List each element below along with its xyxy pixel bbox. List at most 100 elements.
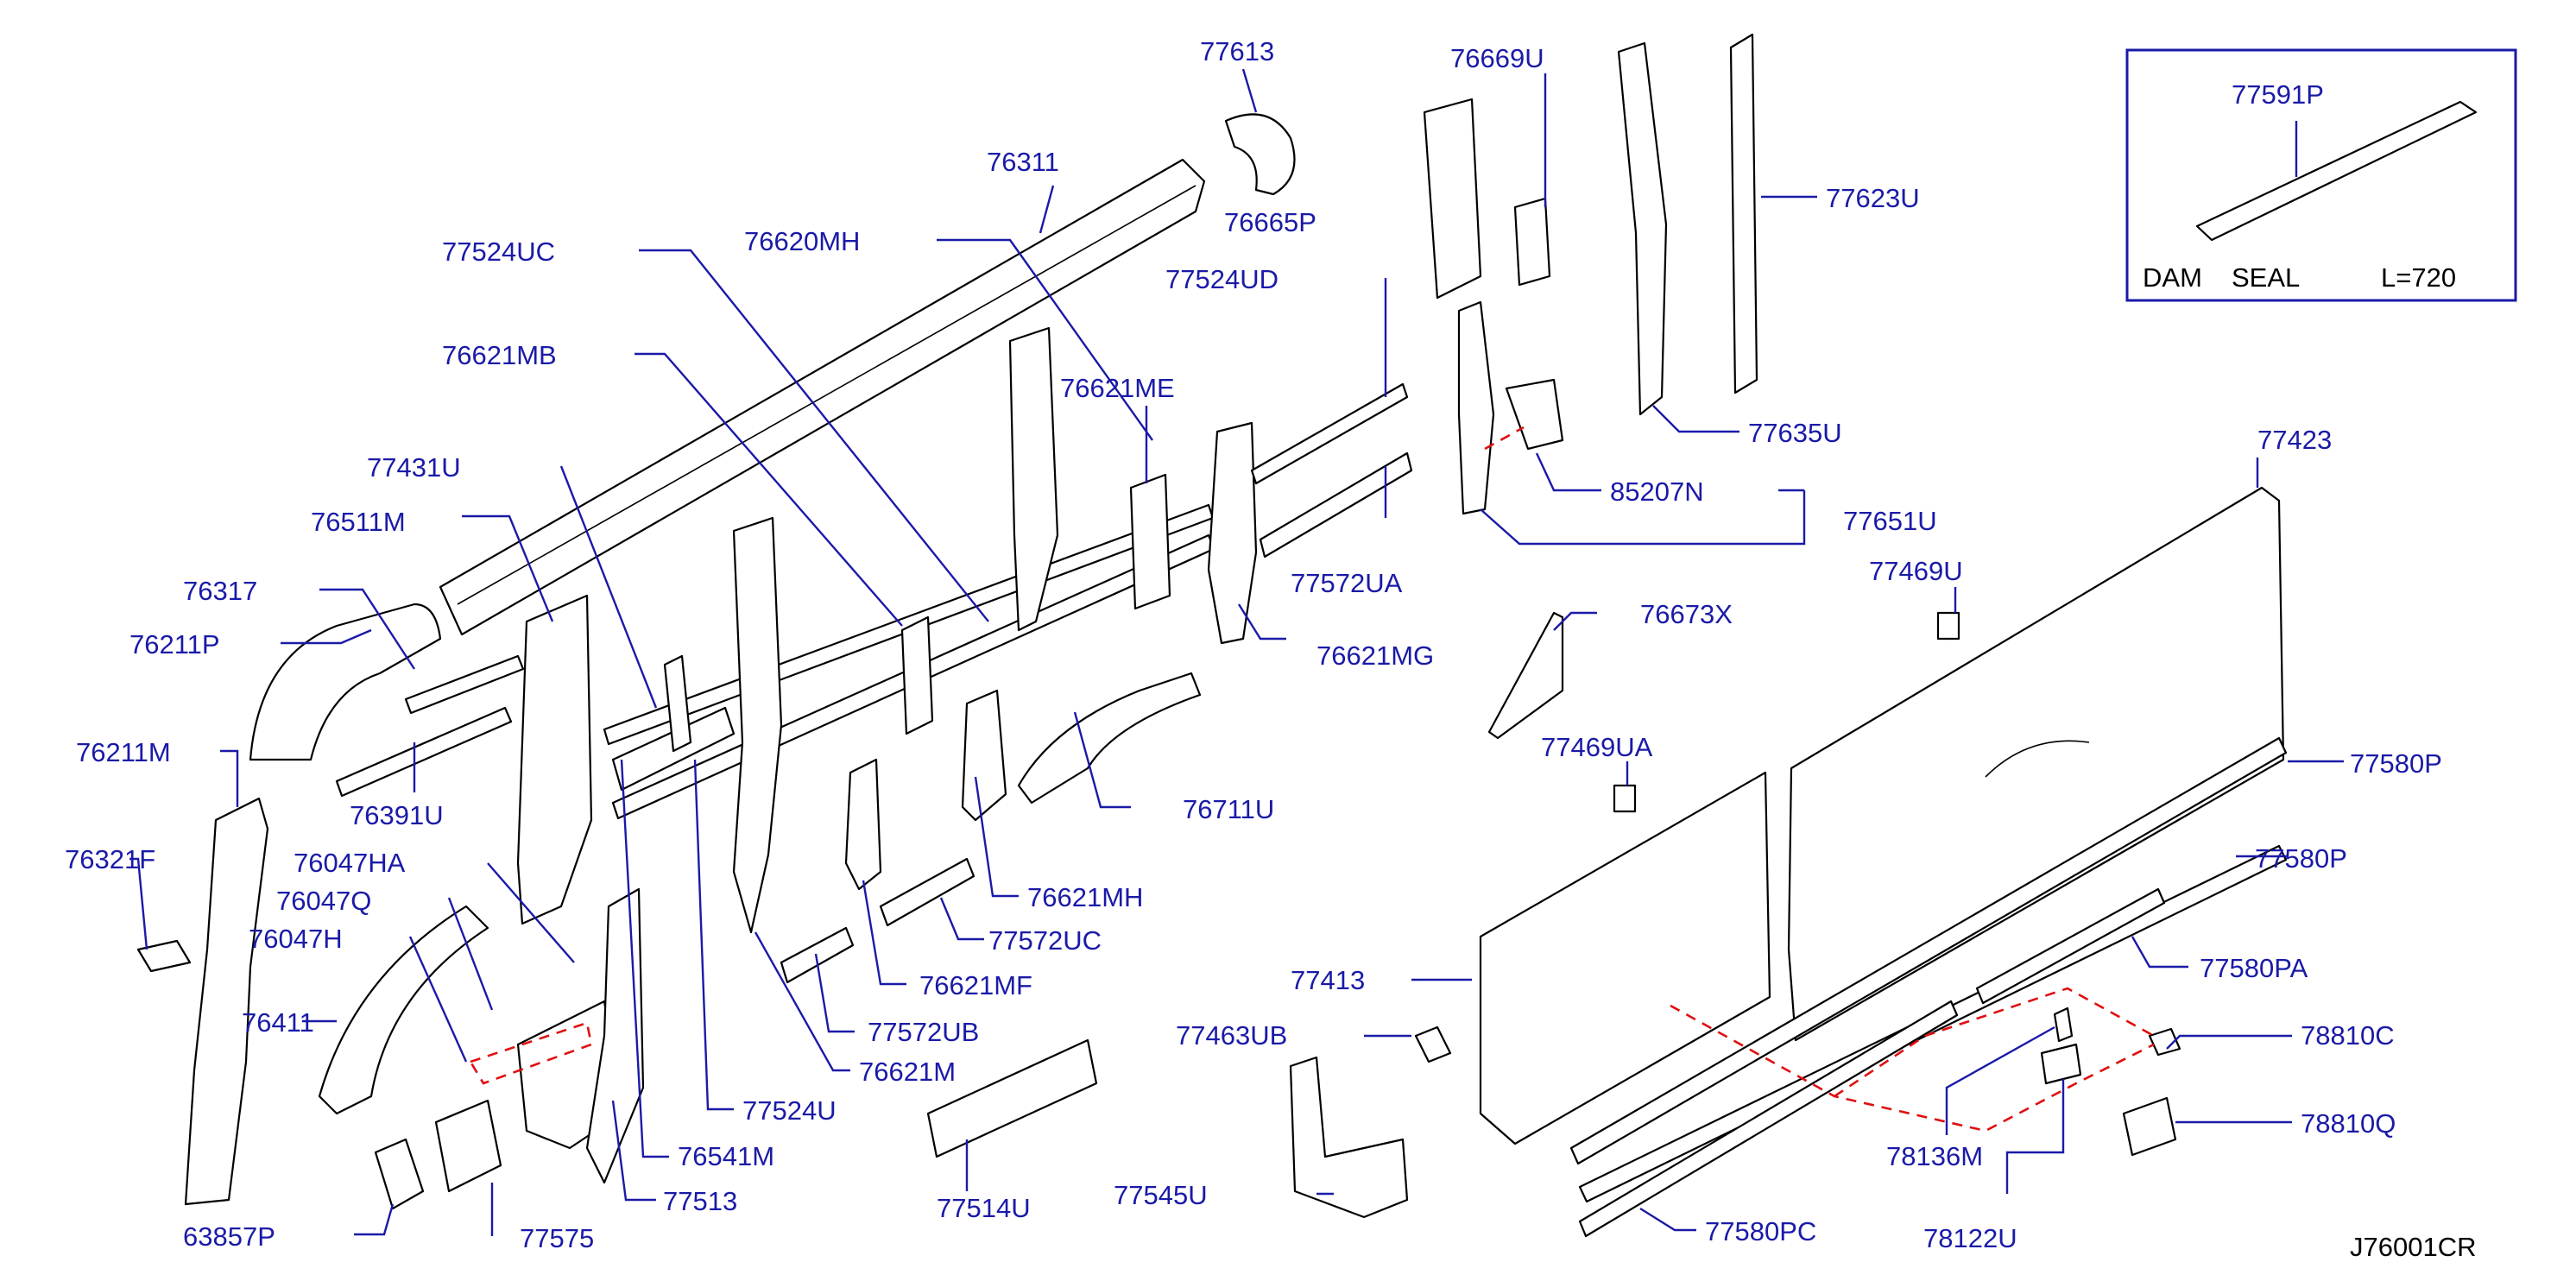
bracket-63857P (374, 1138, 425, 1210)
pillar-76511M (516, 594, 593, 925)
label-77591P: 77591P (2232, 79, 2324, 110)
part-labels: 77613 76669U 76311 76665P 77623U 77524UC… (65, 36, 2476, 1262)
label-76621MG: 76621MG (1316, 640, 1434, 671)
strip-76391U (335, 706, 513, 798)
molding-77580P-upper (1569, 736, 2288, 1165)
arch-76411 (318, 905, 489, 1115)
label-77524U: 77524U (742, 1095, 837, 1126)
molding-77580PC (1578, 1000, 1959, 1238)
strip-77572UC (879, 857, 975, 927)
panel-77413 (1479, 771, 1771, 1145)
label-77580P-lower: 77580P (2255, 843, 2347, 874)
glass-76673X (1487, 611, 1564, 740)
label-76211P: 76211P (129, 629, 220, 659)
label-77572UC: 77572UC (988, 925, 1102, 956)
label-76621MH-lower: 76621MH (1027, 882, 1143, 912)
clip-77463UB (1414, 1025, 1452, 1063)
label-76047HA: 76047HA (294, 848, 406, 878)
bracket-76669U (1513, 197, 1551, 287)
bracket-76541M (663, 654, 692, 753)
label-77572UB: 77572UB (868, 1017, 979, 1047)
part-78122U (2040, 1043, 2082, 1085)
label-76511M: 76511M (311, 507, 406, 537)
label-77469UA: 77469UA (1541, 732, 1653, 762)
label-85207N: 85207N (1610, 476, 1704, 507)
pillar-77623U (1729, 33, 1758, 394)
inset-text-dam: DAM (2143, 262, 2202, 293)
label-78810C: 78810C (2301, 1020, 2395, 1051)
label-78122U: 78122U (1923, 1223, 2017, 1253)
label-76317: 76317 (183, 576, 257, 606)
part-78136M (2053, 1006, 2074, 1043)
label-76047H: 76047H (249, 924, 343, 954)
label-76711U: 76711U (1183, 794, 1274, 824)
label-76541M: 76541M (678, 1141, 774, 1171)
label-63857P: 63857P (183, 1221, 275, 1252)
corner-77613 (1224, 113, 1296, 196)
front-roof-76211P (249, 603, 442, 761)
inset-text-length: L=720 (2381, 262, 2456, 293)
clip-77469UA (1613, 784, 1637, 813)
label-77580PC: 77580PC (1705, 1216, 1816, 1246)
label-76673X: 76673X (1640, 599, 1733, 629)
parts-drawing (136, 33, 2288, 1238)
label-77545U: 77545U (1114, 1180, 1208, 1210)
label-76665P: 76665P (1224, 207, 1316, 237)
wheel-opening-77423 (1985, 740, 2090, 778)
part-78810C (2148, 1027, 2181, 1057)
label-76621ME: 76621ME (1060, 373, 1175, 403)
label-76621M: 76621M (859, 1057, 956, 1087)
bracket-76621MH (961, 689, 1007, 822)
inset-frame (2125, 48, 2517, 302)
label-76047Q: 76047Q (276, 886, 371, 916)
label-77469U: 77469U (1869, 556, 1963, 586)
label-77575: 77575 (520, 1223, 594, 1253)
label-77572UA: 77572UA (1291, 568, 1403, 598)
label-77423: 77423 (2257, 425, 2332, 455)
label-76311: 76311 (987, 147, 1059, 177)
bracket-77575 (434, 1099, 502, 1193)
pillar-76211M (184, 797, 269, 1206)
label-76621MB: 76621MB (442, 340, 557, 370)
pillar-76620MH (1008, 326, 1059, 632)
pillar-77635U (1617, 41, 1668, 416)
label-77651U: 77651U (1843, 506, 1937, 536)
clip-77469U (1936, 611, 1960, 640)
pillar-77513 (585, 887, 645, 1184)
strip-76317 (404, 654, 525, 715)
leader-lines (129, 68, 2344, 1236)
label-77613: 77613 (1200, 36, 1274, 66)
dash-fuel-door (1670, 1004, 2155, 1133)
label-77514U: 77514U (937, 1193, 1031, 1223)
strip-77572UB (780, 926, 855, 984)
label-76211M: 76211M (76, 737, 171, 767)
label-77524UD: 77524UD (1165, 264, 1279, 294)
bracket-76621MG (1207, 421, 1258, 645)
bracket-76621ME (1129, 473, 1171, 610)
plate-77514U (926, 1038, 1098, 1158)
diagram-code: J76001CR (2350, 1232, 2476, 1262)
label-78810Q: 78810Q (2301, 1108, 2396, 1139)
inset-text-seal: SEAL (2232, 262, 2300, 293)
label-77431U: 77431U (367, 452, 461, 483)
dam-seal-strip (2195, 100, 2478, 242)
label-76321F: 76321F (65, 844, 155, 874)
molding-77580PA (1975, 887, 2166, 1005)
pillar-76669U-left (1423, 98, 1482, 300)
label-77463UB: 77463UB (1176, 1020, 1287, 1051)
label-76391U: 76391U (350, 800, 444, 830)
lid-78810Q (2122, 1096, 2177, 1157)
rail-77572UA (1259, 451, 1413, 558)
pillar-76621M (732, 516, 783, 934)
dash-fuel-door-2 (1834, 987, 2155, 1098)
label-77635U: 77635U (1748, 418, 1842, 448)
dash-76047 (469, 1021, 593, 1085)
arch-76711U (1017, 672, 1202, 805)
label-77623U: 77623U (1826, 183, 1920, 213)
bracket-77545U (1289, 1056, 1409, 1219)
rail-77524UD (1250, 382, 1409, 485)
inset-dam-seal: 77591P DAM SEAL L=720 (2125, 48, 2517, 302)
label-76621MF: 76621MF (919, 970, 1032, 1000)
label-76411: 76411 (242, 1007, 314, 1038)
